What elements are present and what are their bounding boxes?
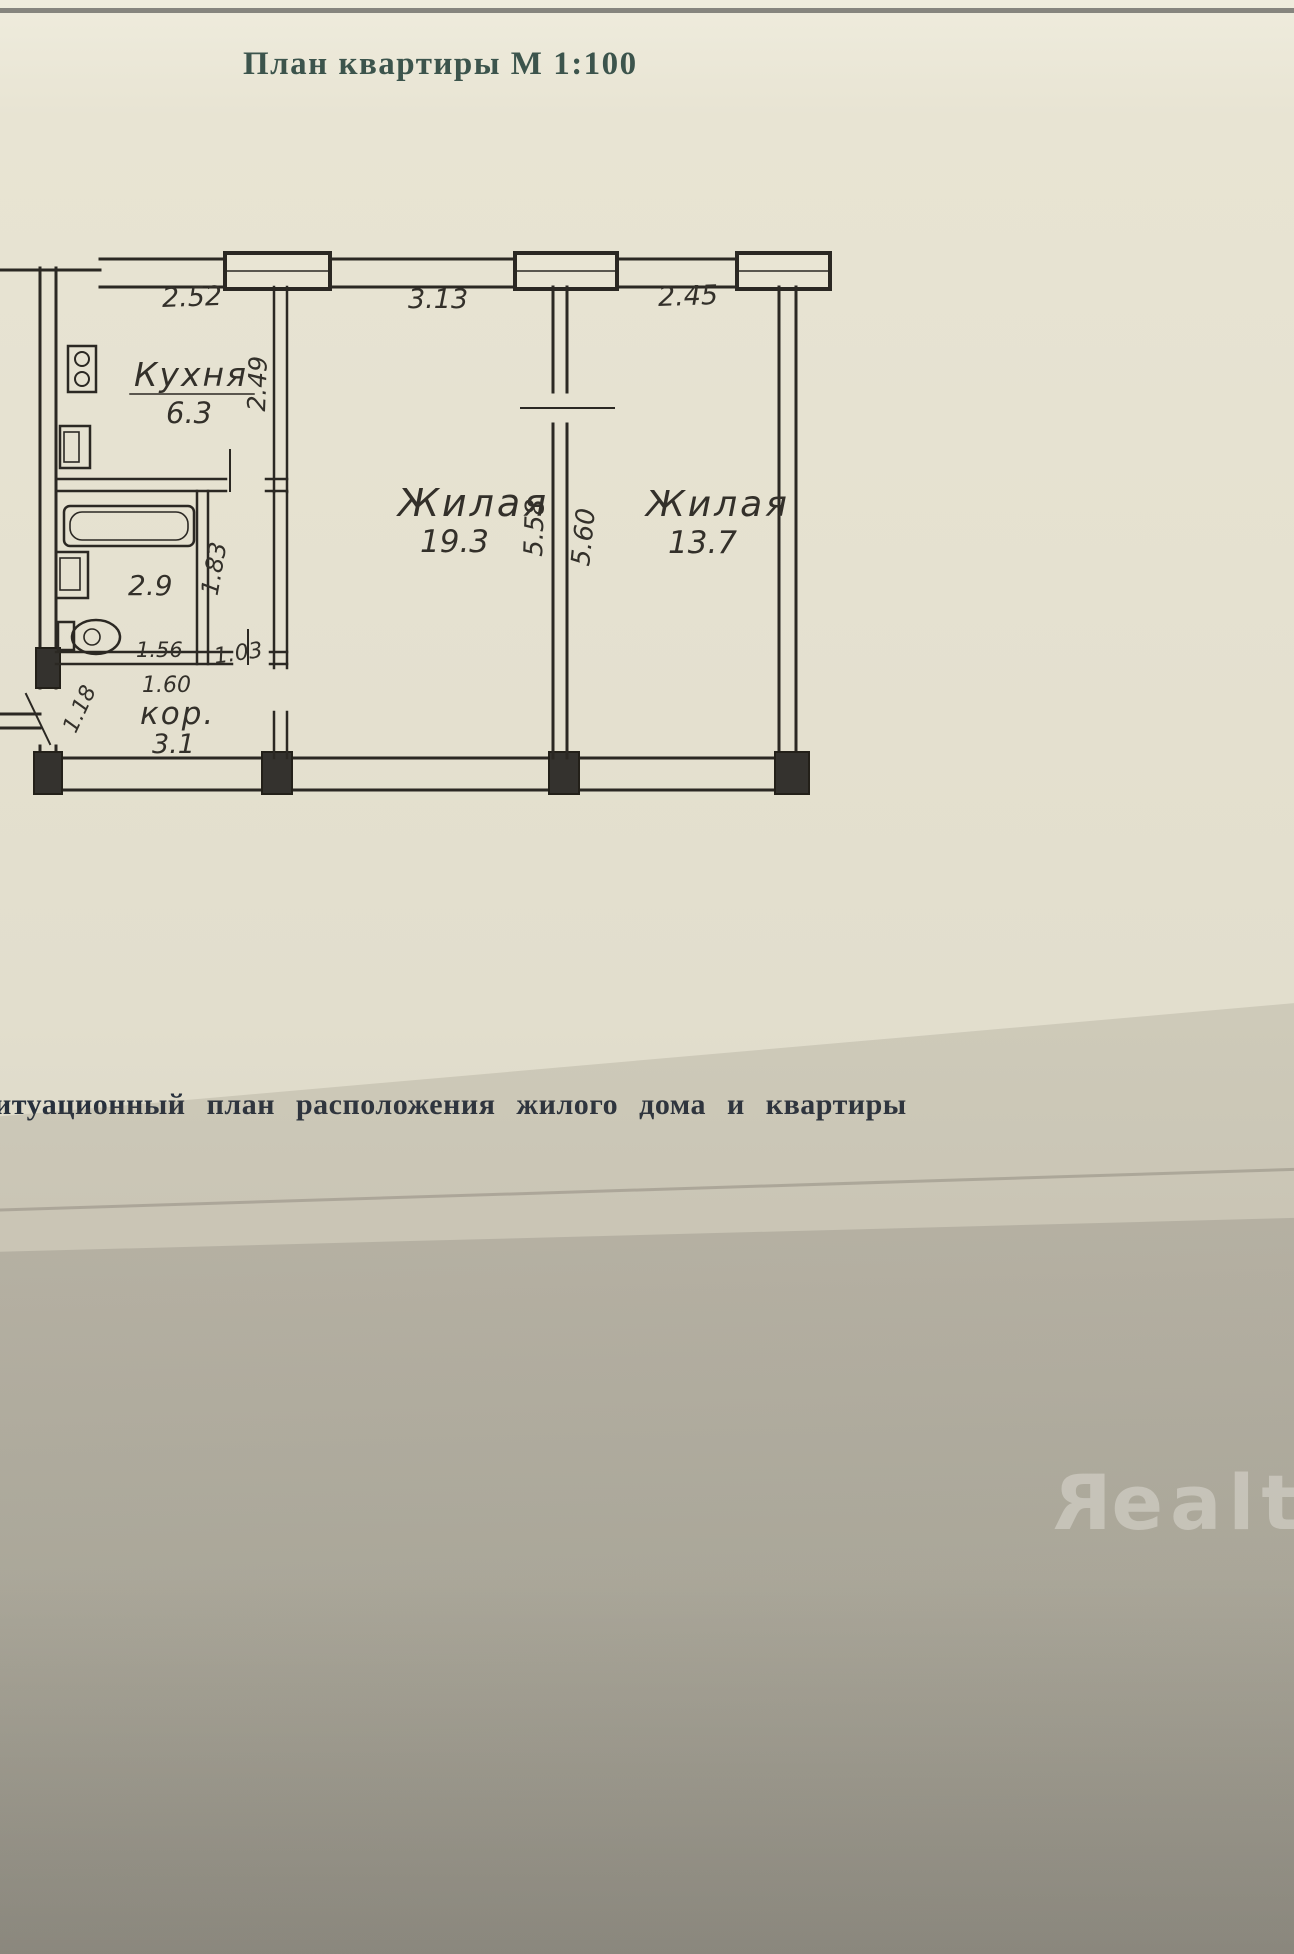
kitchen-label: Кухня	[134, 355, 248, 394]
dim-living2-depth: 5.60	[566, 507, 602, 568]
page-top-edge-line	[0, 8, 1294, 13]
realt-logo-rest: ealt	[1111, 1458, 1294, 1547]
bathroom-sink-symbol	[54, 550, 90, 600]
dim-top-living2: 2.45	[657, 280, 718, 313]
kitchen-sink-symbol	[58, 424, 92, 470]
living1-area: 19.3	[420, 524, 489, 560]
corridor-label: кор.	[140, 696, 215, 732]
top-wall	[0, 251, 832, 291]
stove-symbol	[66, 344, 98, 394]
bathroom-bottom-wall	[54, 629, 289, 666]
living2-label: Жилая	[644, 484, 790, 525]
corridor-area: 3.1	[152, 729, 195, 760]
dim-bath-depth: 1.83	[196, 540, 233, 597]
dim-top-living1: 3.13	[408, 284, 468, 315]
living-rooms-divider-wall	[520, 285, 615, 760]
kitchen-right-wall	[272, 285, 289, 494]
dim-bath-width: 1.56	[136, 638, 183, 662]
dim-living1-depth: 5.58	[519, 498, 551, 557]
dim-corridor-width: 1.60	[142, 673, 191, 698]
realt-logo-r: R	[1046, 1458, 1112, 1547]
page-title: План квартиры М 1:100	[243, 46, 638, 82]
realt-watermark: Realt	[1046, 1458, 1294, 1547]
dim-entry-width: 1.18	[58, 682, 101, 737]
bathtub-symbol	[62, 504, 196, 548]
right-wall	[777, 285, 798, 794]
left-wall	[0, 266, 61, 794]
dim-kitchen-depth: 2.49	[242, 355, 273, 412]
living2-area: 13.7	[668, 525, 737, 561]
bathroom-right-wall	[195, 489, 210, 666]
kitchen-bottom-wall	[54, 449, 289, 493]
hall-living-wall	[272, 490, 289, 760]
dim-hall-width: 1.03	[212, 638, 264, 670]
bottom-wall	[33, 751, 810, 795]
dim-top-kitchen: 2.52	[161, 281, 222, 314]
bathroom-area: 2.9	[128, 569, 173, 602]
entry-door-leaf	[24, 692, 52, 746]
toilet-symbol	[56, 618, 122, 656]
situational-plan-caption: итуационный план расположения жилого дом…	[0, 1088, 907, 1121]
living1-label: Жилая	[396, 481, 549, 525]
kitchen-area: 6.3	[166, 396, 212, 430]
